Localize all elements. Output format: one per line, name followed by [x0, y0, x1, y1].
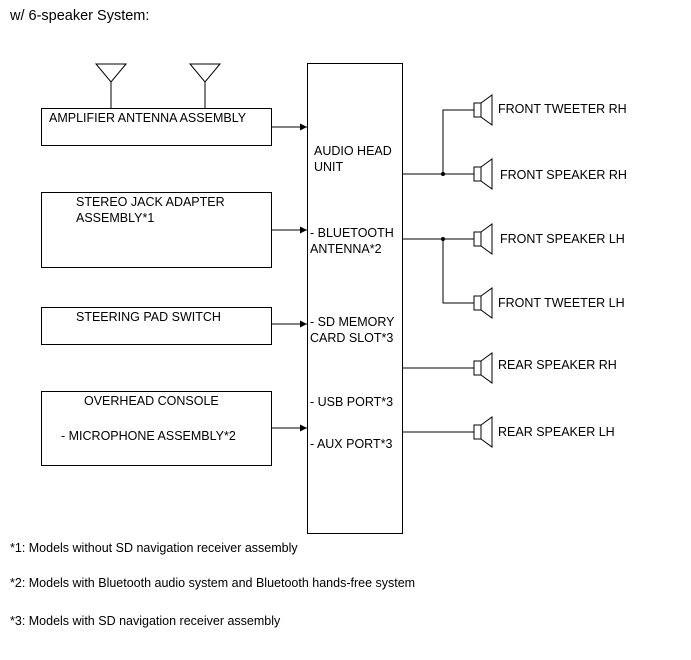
speaker-label-front-tweeter-rh: FRONT TWEETER RH: [498, 102, 627, 116]
steering-pad-box: [41, 307, 272, 345]
stereo-jack-label-line2: ASSEMBLY*1: [76, 211, 155, 225]
overhead-console-label: OVERHEAD CONSOLE: [84, 394, 219, 408]
speaker-label-front-speaker-rh: FRONT SPEAKER RH: [500, 168, 627, 182]
overhead-console-box: [41, 391, 272, 466]
footnote-3: *3: Models with SD navigation receiver a…: [10, 614, 281, 628]
speaker-icon: [473, 158, 493, 190]
speaker-label-rear-speaker-lh: REAR SPEAKER LH: [498, 425, 615, 439]
audio-head-unit-box: [307, 63, 403, 534]
stereo-jack-label-line1: STEREO JACK ADAPTER: [76, 195, 225, 209]
diagram-title: w/ 6-speaker System:: [10, 8, 150, 24]
speaker-icon: [473, 352, 493, 384]
speaker-label-front-speaker-lh: FRONT SPEAKER LH: [500, 232, 625, 246]
speaker-label-front-tweeter-lh: FRONT TWEETER LH: [498, 296, 625, 310]
head-unit-title-line2: UNIT: [314, 160, 344, 174]
footnote-2: *2: Models with Bluetooth audio system a…: [10, 576, 416, 590]
junction-dot: [441, 172, 445, 176]
junction-dot: [441, 237, 445, 241]
speaker-icon: [473, 94, 493, 126]
antenna-icon: [188, 63, 222, 108]
footnote-1: *1: Models without SD navigation receive…: [10, 541, 298, 555]
bluetooth-antenna-label-line2: ANTENNA*2: [310, 242, 382, 256]
speaker-icon: [473, 416, 493, 448]
usb-port-label: - USB PORT*3: [310, 395, 394, 409]
amplifier-antenna-box: [41, 108, 272, 146]
steering-pad-label: STEERING PAD SWITCH: [76, 310, 221, 324]
head-unit-title-line1: AUDIO HEAD: [314, 144, 392, 158]
amplifier-antenna-label: AMPLIFIER ANTENNA ASSEMBLY: [49, 111, 247, 125]
bluetooth-antenna-label-line1: - BLUETOOTH: [310, 226, 394, 240]
sd-card-slot-label-line2: CARD SLOT*3: [310, 331, 394, 345]
speaker-icon: [473, 223, 493, 255]
aux-port-label: - AUX PORT*3: [310, 437, 393, 451]
speaker-wiring: [402, 109, 474, 433]
antenna-icon: [94, 63, 128, 108]
stereo-jack-box: [41, 192, 272, 268]
microphone-label: - MICROPHONE ASSEMBLY*2: [61, 429, 236, 443]
speaker-label-rear-speaker-rh: REAR SPEAKER RH: [498, 358, 617, 372]
speaker-icon: [473, 287, 493, 319]
sd-card-slot-label-line1: - SD MEMORY: [310, 315, 395, 329]
